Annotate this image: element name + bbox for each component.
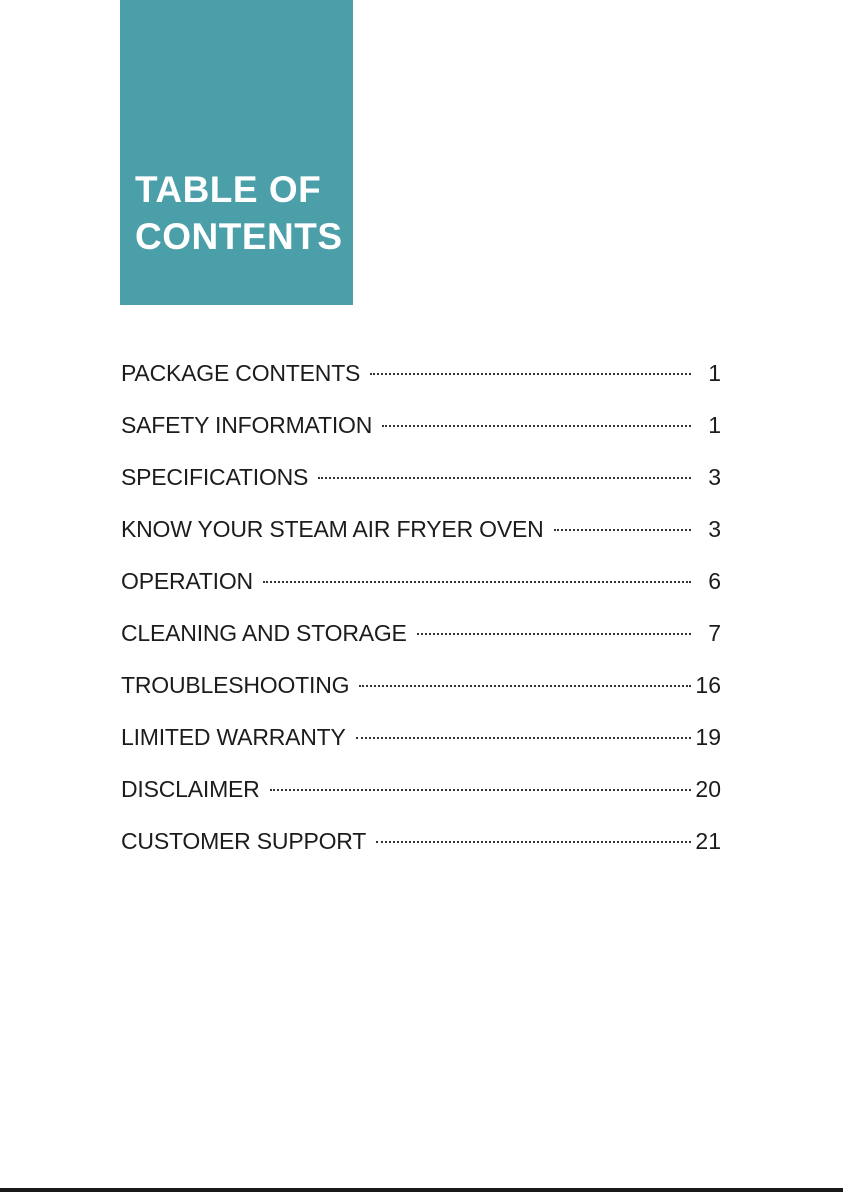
dot-leader (270, 789, 691, 791)
dot-leader (263, 581, 691, 583)
toc-entry-label: TROUBLESHOOTING (121, 667, 349, 703)
toc-entry-page: 16 (693, 667, 721, 703)
toc-entry-know-your-oven[interactable]: KNOW YOUR STEAM AIR FRYER OVEN 3 (121, 511, 721, 563)
toc-entry-page: 1 (693, 355, 721, 391)
toc-entry-label: SPECIFICATIONS (121, 459, 308, 495)
toc-entry-troubleshooting[interactable]: TROUBLESHOOTING 16 (121, 667, 721, 719)
toc-entry-page: 20 (693, 771, 721, 807)
dot-leader (359, 685, 691, 687)
dot-leader (318, 477, 691, 479)
toc-entry-label: LIMITED WARRANTY (121, 719, 346, 755)
dot-leader (376, 841, 691, 843)
dot-leader (554, 529, 691, 531)
dot-leader (370, 373, 691, 375)
toc-entry-page: 1 (693, 407, 721, 443)
toc-entry-page: 6 (693, 563, 721, 599)
title-block: TABLE OF CONTENTS (120, 0, 353, 305)
toc-entry-disclaimer[interactable]: DISCLAIMER 20 (121, 771, 721, 823)
dot-leader (356, 737, 691, 739)
dot-leader (417, 633, 691, 635)
toc-entry-label: CUSTOMER SUPPORT (121, 823, 366, 859)
page-title-line-2: CONTENTS (135, 218, 343, 255)
toc-entry-safety-information[interactable]: SAFETY INFORMATION 1 (121, 407, 721, 459)
page-bottom-rule (0, 1188, 843, 1192)
toc-entry-label: PACKAGE CONTENTS (121, 355, 360, 391)
toc-entry-label: CLEANING AND STORAGE (121, 615, 407, 651)
toc-entry-package-contents[interactable]: PACKAGE CONTENTS 1 (121, 355, 721, 407)
dot-leader (382, 425, 691, 427)
table-of-contents: PACKAGE CONTENTS 1 SAFETY INFORMATION 1 … (121, 355, 721, 875)
toc-entry-page: 3 (693, 511, 721, 547)
toc-entry-label: OPERATION (121, 563, 253, 599)
toc-entry-specifications[interactable]: SPECIFICATIONS 3 (121, 459, 721, 511)
toc-entry-label: SAFETY INFORMATION (121, 407, 372, 443)
toc-entry-page: 3 (693, 459, 721, 495)
toc-entry-operation[interactable]: OPERATION 6 (121, 563, 721, 615)
toc-entry-label: DISCLAIMER (121, 771, 260, 807)
toc-entry-page: 7 (693, 615, 721, 651)
toc-entry-page: 19 (693, 719, 721, 755)
toc-entry-label: KNOW YOUR STEAM AIR FRYER OVEN (121, 511, 544, 547)
toc-entry-customer-support[interactable]: CUSTOMER SUPPORT 21 (121, 823, 721, 875)
page-title-line-1: TABLE OF (135, 171, 321, 208)
toc-entry-cleaning-and-storage[interactable]: CLEANING AND STORAGE 7 (121, 615, 721, 667)
toc-entry-limited-warranty[interactable]: LIMITED WARRANTY 19 (121, 719, 721, 771)
toc-entry-page: 21 (693, 823, 721, 859)
